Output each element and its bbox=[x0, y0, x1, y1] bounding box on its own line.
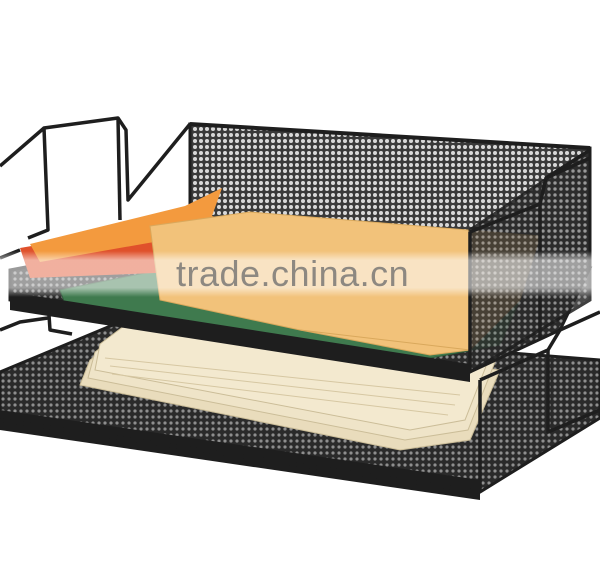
upper-tray-rim bbox=[189, 122, 591, 150]
right-wire-handle bbox=[468, 148, 600, 492]
upper-tray-front-lip bbox=[10, 292, 470, 382]
